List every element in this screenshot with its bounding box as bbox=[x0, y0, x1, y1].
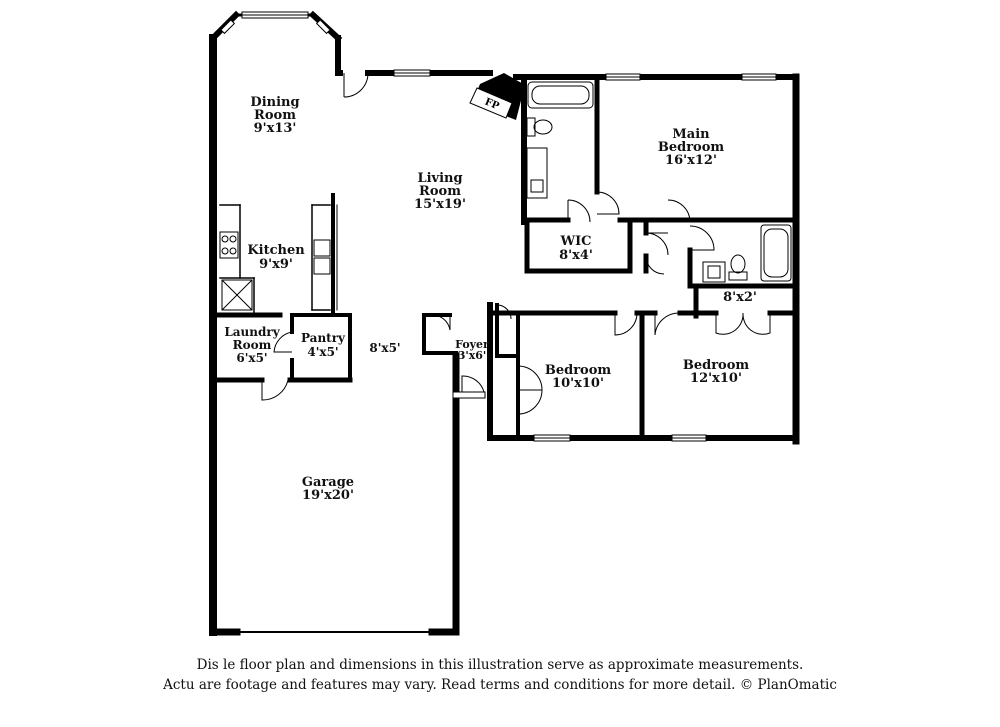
fixtures bbox=[219, 81, 792, 311]
bathtub bbox=[527, 81, 594, 109]
wic-size: 8'x4' bbox=[559, 248, 593, 263]
laundry-name-2: Room bbox=[233, 338, 272, 352]
fireplace-label: FP bbox=[483, 97, 501, 113]
garage-name: Garage bbox=[302, 475, 354, 490]
sink-2 bbox=[702, 261, 726, 283]
bedroom-2-size: 12'x10' bbox=[690, 371, 742, 386]
bathtub-2 bbox=[760, 224, 792, 282]
disclaimer-line-1: Dis le floor plan and dimensions in this… bbox=[196, 657, 804, 673]
fireplace: FP bbox=[469, 73, 525, 120]
disclaimer-line-2: Actu are footage and features may vary. … bbox=[163, 677, 837, 693]
doors bbox=[261, 72, 771, 415]
laundry-size: 6'x5' bbox=[236, 351, 267, 365]
sink bbox=[526, 147, 548, 199]
kitchen-name: Kitchen bbox=[247, 243, 305, 258]
main-bedroom-name-1: Main bbox=[672, 127, 710, 142]
bedroom-1-size: 10'x10' bbox=[552, 376, 604, 391]
windows bbox=[220, 11, 777, 442]
stove bbox=[219, 231, 239, 259]
wic-name: WIC bbox=[559, 234, 591, 249]
main-bedroom-name-2: Bedroom bbox=[658, 140, 725, 155]
bedroom-1-name: Bedroom bbox=[545, 363, 612, 378]
foyer-size: 3'x6' bbox=[458, 349, 487, 362]
walls bbox=[208, 10, 800, 636]
refrigerator bbox=[221, 279, 253, 311]
dining-room-name-2: Room bbox=[254, 108, 296, 123]
toilet bbox=[526, 117, 553, 137]
living-room-size: 15'x19' bbox=[414, 197, 466, 212]
pantry-size: 4'x5' bbox=[307, 345, 338, 359]
garage-size: 19'x20' bbox=[302, 488, 354, 503]
dining-room-name-1: Dining bbox=[250, 95, 299, 110]
main-bedroom-size: 16'x12' bbox=[665, 153, 717, 168]
bedroom-2-name: Bedroom bbox=[683, 358, 750, 373]
pantry-name: Pantry bbox=[301, 331, 346, 345]
kitchen-sink bbox=[313, 239, 331, 275]
living-room-name-2: Room bbox=[419, 184, 461, 199]
laundry-name-1: Laundry bbox=[224, 325, 280, 339]
dining-room-size: 9'x13' bbox=[254, 121, 297, 136]
closet-8x2-size: 8'x2' bbox=[723, 290, 757, 305]
closet-8x5-size: 8'x5' bbox=[369, 341, 400, 355]
toilet-2 bbox=[728, 254, 748, 281]
foyer-name: Foyer bbox=[455, 338, 489, 351]
living-room-name-1: Living bbox=[417, 171, 462, 186]
room-labels: Dining Room 9'x13' Living Room 15'x19' M… bbox=[224, 95, 757, 503]
kitchen-size: 9'x9' bbox=[259, 257, 293, 272]
